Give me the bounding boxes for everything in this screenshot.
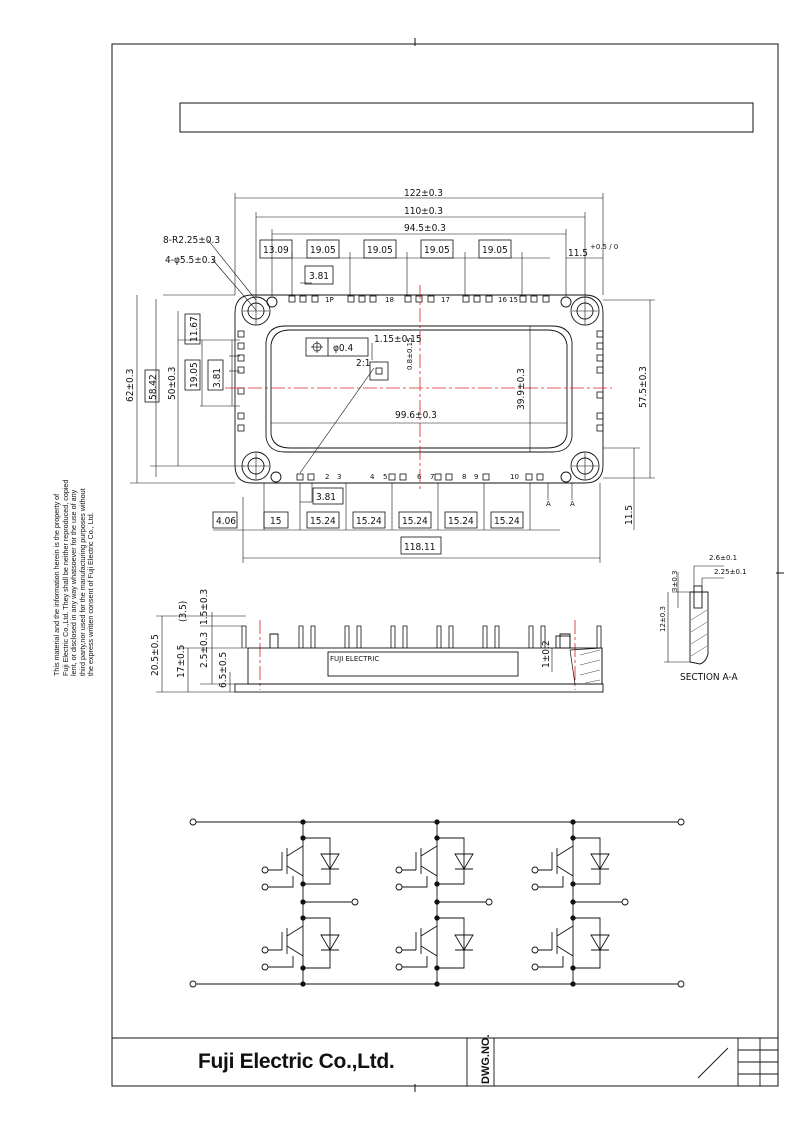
dim-side: (3.5) — [178, 601, 189, 622]
module-marking: FUJI ELECTRIC — [330, 655, 379, 663]
dim-hole-diameter: 4-φ5.5±0.3 — [165, 255, 216, 266]
dim-overall-height: 62±0.3 — [125, 369, 136, 402]
pin-label: 4 — [370, 473, 375, 481]
dim-bottom-overall: 118.11 — [404, 542, 435, 553]
top-view — [234, 294, 604, 484]
dim-pitch: 13.09 — [263, 245, 289, 256]
dim-pitch: 15 — [270, 516, 281, 527]
dimension-boxes — [144, 239, 524, 555]
dim-side-body: 17±0.5 — [176, 645, 187, 678]
section-mark: A — [570, 500, 575, 508]
top-pin-labels: 1P 18 17 16 15 — [325, 296, 518, 304]
dim-section: 2.25±0.1 — [714, 568, 747, 576]
dim-pitch: 19.05 — [310, 245, 336, 256]
title-block — [112, 1037, 778, 1086]
pin-label: 2 — [325, 473, 329, 481]
dim-hole-pitch-vertical: 58.42 — [148, 374, 159, 400]
dim-corner-radius: 8-R2.25±0.3 — [163, 235, 220, 246]
dim-pocket-height: 39.9±0.3 — [516, 368, 527, 410]
dim-right-offset: 11.5 — [568, 248, 588, 259]
dimension-texts: 122±0.3 110±0.3 94.5±0.3 8-R2.25±0.3 4-φ… — [163, 188, 747, 683]
pin-label: 6 — [417, 473, 422, 481]
dim-pitch: 19.05 — [482, 245, 508, 256]
pin-label: 9 — [474, 473, 478, 481]
right-pin-column — [596, 330, 604, 432]
dim-pitch: 15.24 — [356, 516, 382, 527]
sheet-border — [111, 43, 779, 1087]
dim-pin-thickness: 0.8±0.15 — [406, 337, 414, 370]
circuit-schematic — [189, 818, 685, 988]
dim-pitch: 19.05 — [424, 245, 450, 256]
centre-lines — [225, 285, 612, 690]
dim-section: 2.6±0.1 — [709, 554, 737, 562]
dim-left: 3.81 — [212, 368, 223, 388]
pin-label: 3 — [337, 473, 341, 481]
bottom-pin-row — [296, 473, 544, 481]
dim-inner-height: 50±0.3 — [167, 367, 178, 400]
pin-label: 15 — [509, 296, 518, 304]
side-view — [156, 612, 604, 693]
pin-label: 1P — [325, 296, 334, 304]
dim-pitch: 4.06 — [216, 516, 236, 527]
dim-detail-scale: 2:1 — [356, 358, 370, 369]
dim-section: 12±0.3 — [659, 606, 667, 632]
dim-pitch: 15.24 — [310, 516, 336, 527]
dim-pin-span: 94.5±0.3 — [404, 223, 446, 234]
dim-pitch: 19.05 — [367, 245, 393, 256]
section-label: SECTION A-A — [680, 672, 738, 683]
dim-side: 2.5±0.3 — [199, 632, 210, 668]
dim-inner-width: 99.6±0.3 — [395, 410, 437, 421]
dim-side: 1±0.2 — [541, 640, 552, 668]
dim-hole-pitch: 110±0.3 — [404, 206, 443, 217]
pin-label: 8 — [462, 473, 466, 481]
dim-right-offset: 11.5 — [624, 505, 635, 525]
dim-tolerance: +0.5 / 0 — [590, 243, 618, 251]
bottom-pin-labels: 2 3 4 5 6 7 8 9 10 — [325, 473, 519, 481]
dim-side: 6.5±0.5 — [218, 652, 229, 688]
dim-pin-width: 1.15±0.15 — [374, 334, 422, 345]
dim-pitch: 15.24 — [494, 516, 520, 527]
dim-left: 19.05 — [189, 362, 200, 388]
dim-overall-width: 122±0.3 — [404, 188, 443, 199]
section-a-a — [664, 565, 724, 665]
dim-position-tolerance: φ0.4 — [333, 343, 354, 354]
pin-label: 17 — [441, 296, 450, 304]
drawing-number-label: DWG.NO. — [480, 1034, 492, 1085]
dim-pin-gap: 3.81 — [316, 492, 336, 503]
title-box — [179, 102, 754, 133]
pin-label: 16 — [498, 296, 507, 304]
left-pin-column — [237, 330, 245, 432]
dim-side: 1.5±0.3 — [199, 589, 210, 625]
pin-label: 7 — [430, 473, 434, 481]
pin-label: 18 — [385, 296, 394, 304]
company-name: Fuji Electric Co.,Ltd. — [198, 1050, 395, 1073]
pin-label: 5 — [383, 473, 387, 481]
dim-pitch: 15.24 — [448, 516, 474, 527]
inverter-leg — [261, 819, 359, 987]
dim-side-height: 20.5±0.5 — [150, 634, 161, 676]
position-tolerance-symbol — [311, 341, 323, 353]
dim-pin-gap: 3.81 — [309, 271, 329, 282]
section-mark: A — [546, 500, 551, 508]
rotated-dimension-texts: 62±0.3 58.42 50±0.3 11.67 19.05 3.81 0.8… — [125, 316, 679, 688]
pin-label: 10 — [510, 473, 519, 481]
dim-left: 11.67 — [189, 316, 200, 342]
dim-pitch: 15.24 — [402, 516, 428, 527]
dim-section: 3±0.3 — [671, 571, 679, 592]
top-pin-row — [288, 295, 550, 303]
dim-right-height: 57.5±0.3 — [638, 366, 649, 408]
